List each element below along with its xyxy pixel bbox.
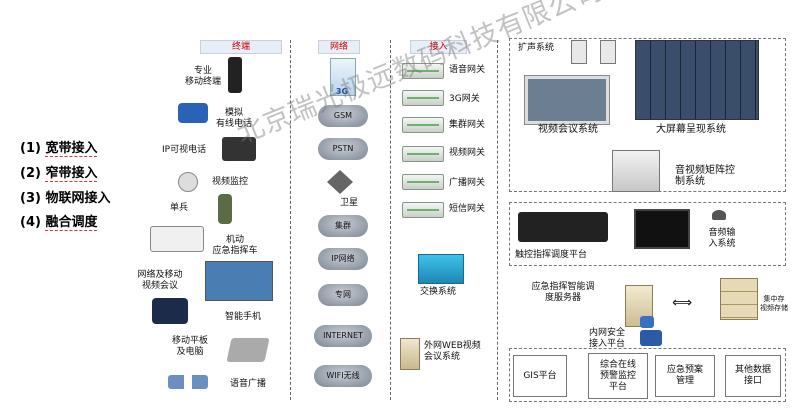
- audio-input-label: 音频输 入系统: [708, 228, 736, 249]
- other-data-box: 其他数据 接口: [725, 355, 781, 397]
- pro-terminal-label: 专业 移动终端: [184, 66, 221, 87]
- speaker-icon: [168, 375, 208, 389]
- touch-panel-icon: [518, 212, 608, 242]
- list-text: 物联网接入: [45, 191, 111, 206]
- list-text: 窄带接入: [45, 166, 98, 182]
- cloud-private-network: 专网: [318, 284, 368, 306]
- console-display-icon: [634, 209, 690, 249]
- storage-icon: [720, 278, 758, 320]
- switch-icon: [418, 254, 464, 284]
- list-item-broadband: (1) 宽带接入: [20, 141, 98, 157]
- gis-platform-box: GIS平台: [513, 355, 567, 397]
- cloud-wifi: WIFI无线: [314, 365, 372, 387]
- contingency-plan-box: 应急预案 管理: [655, 355, 715, 397]
- matrix-server-icon: [612, 150, 660, 192]
- video-gw-label: 视频网关: [449, 148, 486, 158]
- av-matrix-label: 音视频矩阵控 制系统: [675, 165, 735, 187]
- sms-gw-label: 短信网关: [449, 204, 486, 214]
- speaker-tower-icon: [600, 40, 616, 64]
- list-item-dispatch: (4) 融合调度: [20, 215, 98, 231]
- video-conference-screen-icon: [525, 76, 609, 124]
- smartphone-label: 智能手机: [225, 312, 262, 322]
- touch-platform-label: 触控指挥调度平台: [515, 250, 588, 260]
- soldier-label: 单兵: [170, 203, 189, 213]
- storage-label: 集中存 视频存储: [760, 295, 788, 312]
- header-access: 接入: [410, 40, 467, 54]
- broadcast-gw-label: 广播网关: [449, 178, 486, 188]
- phone-icon: [178, 103, 208, 123]
- soldier-icon: [218, 194, 232, 224]
- divider-1: [290, 40, 291, 400]
- cloud-internet: INTERNET: [314, 325, 372, 347]
- gateway-broadcast-icon: [402, 174, 444, 190]
- gateway-voice-icon: [402, 63, 444, 79]
- video-conf-system-label: 视频会议系统: [538, 124, 598, 135]
- header-network: 网络: [318, 40, 360, 54]
- list-text: 融合调度: [45, 215, 98, 231]
- security-platform-label: 内网安全 接入平台: [588, 328, 625, 349]
- cloud-gsm: GSM: [318, 105, 368, 127]
- camera-icon: [178, 172, 198, 192]
- voice-gw-label: 语音网关: [449, 65, 486, 75]
- middle-system-box: [509, 202, 786, 266]
- amp-system-label: 扩声系统: [518, 43, 555, 53]
- bottom-system-box: [509, 348, 786, 402]
- satellite-label: 卫星: [340, 198, 359, 208]
- command-vehicle-icon: [150, 226, 204, 252]
- gateway-3g-icon: [402, 90, 444, 106]
- security-node-icon: [640, 316, 654, 328]
- cloud-ip-network: IP网络: [318, 248, 368, 270]
- cloud-pstn: PSTN: [318, 138, 368, 160]
- video-monitor-label: 视频监控: [212, 177, 249, 187]
- big-screen-label: 大屏幕呈现系统: [656, 124, 726, 135]
- cloud-cluster: 集群: [318, 215, 368, 237]
- video-conf-icon: [205, 261, 273, 301]
- switch-system-label: 交换系统: [420, 287, 457, 297]
- list-text: 宽带接入: [45, 141, 98, 157]
- big-screen-icon: [635, 40, 759, 120]
- 3g-tower-icon: [330, 58, 356, 96]
- network-3g-label: 3G: [335, 87, 349, 96]
- gateway-sms-icon: [402, 202, 444, 218]
- 3g-gw-label: 3G网关: [449, 94, 480, 104]
- cluster-gw-label: 集群网关: [449, 120, 486, 130]
- web-video-label: 外网WEB视频 会议系统: [424, 341, 481, 362]
- tablet-label: 移动平板 及电脑: [171, 336, 208, 357]
- web-server-icon: [400, 338, 420, 370]
- analog-phone-label: 模拟 有线电话: [215, 108, 252, 129]
- video-conf-label: 网络及移动 视频会议: [137, 270, 183, 291]
- list-item-iot: (3) 物联网接入: [20, 191, 111, 206]
- speaker-tower-icon: [571, 40, 587, 64]
- tablet-icon: [226, 338, 270, 362]
- divider-2: [390, 40, 391, 400]
- smartphone-icon: [152, 298, 188, 324]
- ip-phone-label: IP可视电话: [162, 145, 207, 155]
- broadcast-label: 语音广播: [230, 379, 267, 389]
- satellite-icon: [327, 170, 353, 194]
- list-item-narrowband: (2) 窄带接入: [20, 166, 98, 182]
- microphone-icon: [712, 210, 726, 220]
- walkie-talkie-icon: [228, 57, 242, 93]
- gateway-video-icon: [402, 146, 444, 162]
- divider-3: [497, 40, 498, 400]
- ip-phone-icon: [222, 137, 256, 161]
- mobile-command-label: 机动 应急指挥车: [212, 235, 258, 256]
- monitoring-platform-box: 综合在线 预警监控 平台: [588, 353, 648, 399]
- network-hub-icon: [640, 330, 662, 346]
- command-server-label: 应急指挥智能调 度服务器: [531, 282, 595, 303]
- bidirectional-arrow-icon: ⟺: [672, 295, 693, 311]
- gateway-cluster-icon: [402, 117, 444, 133]
- header-terminal: 终端: [200, 40, 282, 54]
